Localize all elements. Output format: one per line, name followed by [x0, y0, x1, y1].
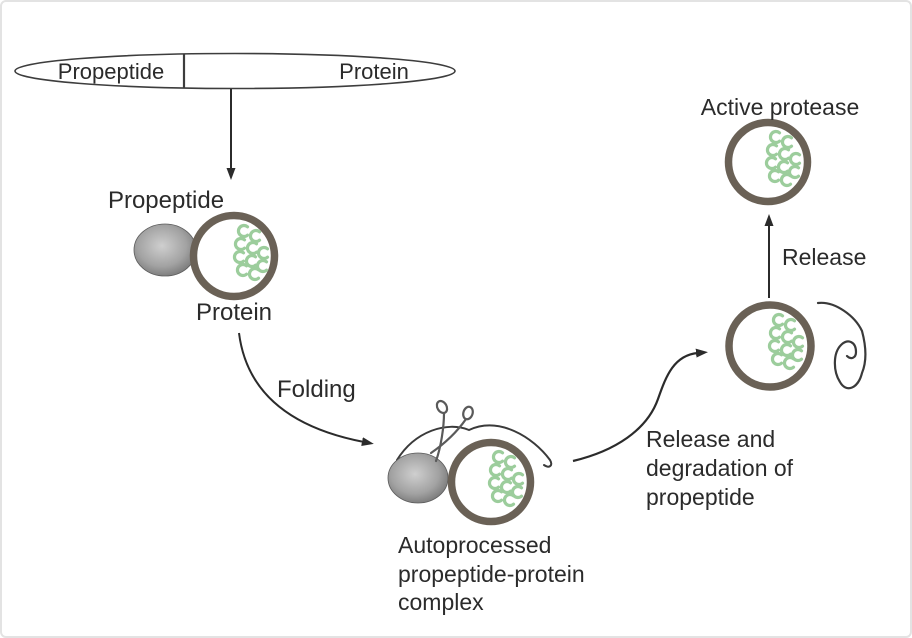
propeptide-label: Propeptide — [108, 187, 224, 214]
release-degradation-label-line3: propeptide — [646, 484, 755, 510]
degraded-propeptide-squiggle — [816, 301, 867, 390]
capsule-propeptide-label: Propeptide — [58, 59, 164, 84]
release-degradation-label-line1: Release and — [646, 426, 775, 452]
propeptide-sphere-icon — [133, 223, 197, 277]
polypeptide-chain-line — [396, 424, 553, 468]
scissors-icon — [429, 399, 474, 463]
folding-arrow — [238, 332, 374, 447]
autoprocessed-label-line2: propeptide-protein — [398, 561, 585, 587]
complex-propeptide-sphere-icon — [387, 452, 449, 504]
protein-label: Protein — [196, 299, 272, 326]
release-label: Release — [782, 244, 866, 270]
autoprocessed-label-line1: Autoprocessed — [398, 532, 551, 558]
folding-label: Folding — [277, 376, 356, 403]
active-protease-label: Active protease — [701, 94, 860, 120]
precursor-capsule — [14, 52, 456, 90]
capsule-protein-label: Protein — [339, 59, 409, 84]
release-degradation-label-line2: degradation of — [646, 455, 794, 481]
autoprocessed-label-line3: complex — [398, 589, 484, 615]
release-degradation-arrow — [572, 348, 708, 463]
